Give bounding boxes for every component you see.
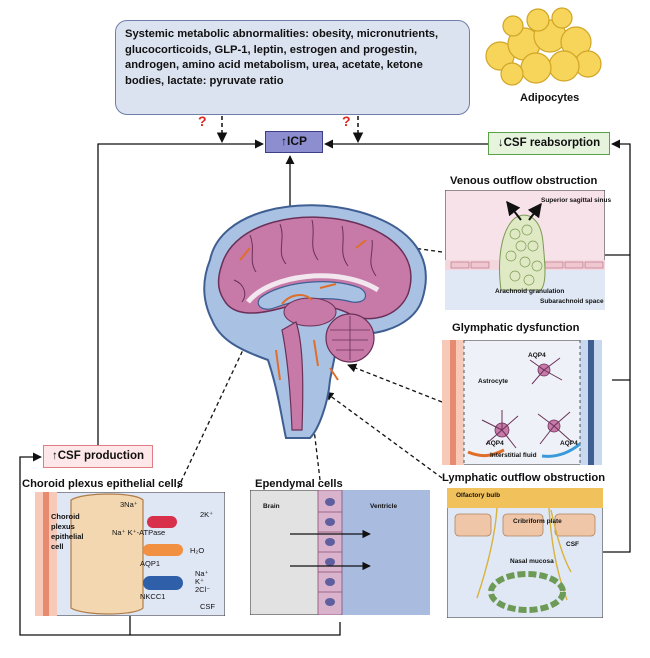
- nkcc-ion-3: 2Cl⁻: [195, 585, 211, 594]
- cribriform-label: Cribriform plate: [513, 518, 562, 525]
- glymphatic-title: Glymphatic dysfunction: [452, 322, 580, 334]
- na-in-label: 3Na⁺: [120, 500, 138, 509]
- metabolic-line-1: Systemic metabolic abnormalities: obesit…: [125, 28, 439, 40]
- aqp4-label-left: AQP4: [486, 440, 504, 447]
- venous-title: Venous outflow obstruction: [450, 175, 598, 187]
- choroid-cell-line-4: cell: [51, 542, 64, 551]
- choroid-cell-line-1: Choroid: [51, 512, 80, 521]
- metabolic-line-3: androgen, amino acid metabolism, urea, a…: [125, 59, 423, 71]
- metabolic-line-2: glucocorticoids, GLP-1, leptin, estrogen…: [125, 43, 418, 56]
- choroid-title: Choroid plexus epithelial cells: [22, 478, 184, 490]
- sinus-label: Superior sagittal sinus: [541, 197, 612, 204]
- metabolic-line-4: bodies, lactate: pyruvate ratio: [125, 74, 284, 87]
- question-mark-left: ?: [198, 113, 207, 129]
- atpase-label: Na⁺ K⁺-ATPase: [112, 528, 166, 537]
- astrocyte-label: Astrocyte: [478, 378, 508, 385]
- adipocytes-illustration: [485, 7, 602, 86]
- subarachnoid-label: Subarachnoid space: [540, 298, 604, 305]
- ependymal-title: Ependymal cells: [255, 478, 343, 490]
- icp-box: ↑ICP: [265, 131, 323, 153]
- choroid-cell-line-3: epithelial: [51, 532, 84, 541]
- olfactory-label: Olfactory bulb: [456, 492, 501, 499]
- ventricle-label: Ventricle: [370, 503, 398, 510]
- choroid-csf-label: CSF: [200, 602, 215, 611]
- nkcc-ions: Na⁺ K⁺ 2Cl⁻: [195, 570, 210, 594]
- adipocytes-label: Adipocytes: [520, 92, 580, 104]
- choroid-cell-line-2: plexus: [51, 522, 75, 531]
- nasal-mucosa-label: Nasal mucosa: [510, 558, 554, 565]
- question-mark-right: ?: [342, 113, 351, 129]
- choroid-cell-label: Choroid plexus epithelial cell: [51, 512, 84, 552]
- csf-reabsorption-box: ↓CSF reabsorption: [488, 132, 610, 155]
- aqp1-label: AQP1: [140, 559, 161, 568]
- csf-production-box: ↑CSF production: [43, 445, 153, 468]
- nkcc1-label: NKCC1: [140, 592, 166, 601]
- venous-panel: [445, 190, 605, 310]
- granulation-label: Arachnoid granulation: [495, 288, 565, 295]
- lymphatic-title: Lymphatic outflow obstruction: [442, 472, 606, 484]
- lymphatic-panel: [447, 488, 603, 618]
- metabolic-abnormalities-box: Systemic metabolic abnormalities: obesit…: [115, 20, 470, 115]
- interstitial-label: Interstitial fluid: [490, 452, 537, 459]
- choroid-panel: [35, 492, 225, 616]
- water-label: H₂O: [190, 546, 205, 555]
- brain-illustration: [203, 204, 427, 439]
- nkcc-ion-1: Na⁺: [195, 569, 209, 578]
- brain-label: Brain: [263, 503, 280, 510]
- aqp4-label-top: AQP4: [528, 352, 546, 359]
- aqp4-label-right: AQP4: [560, 440, 578, 447]
- glymphatic-panel: [442, 340, 602, 465]
- lymphatic-csf-label: CSF: [566, 541, 579, 548]
- ependymal-panel: [250, 490, 430, 615]
- nkcc-ion-2: K⁺: [195, 577, 204, 586]
- k-out-label: 2K⁺: [200, 510, 214, 519]
